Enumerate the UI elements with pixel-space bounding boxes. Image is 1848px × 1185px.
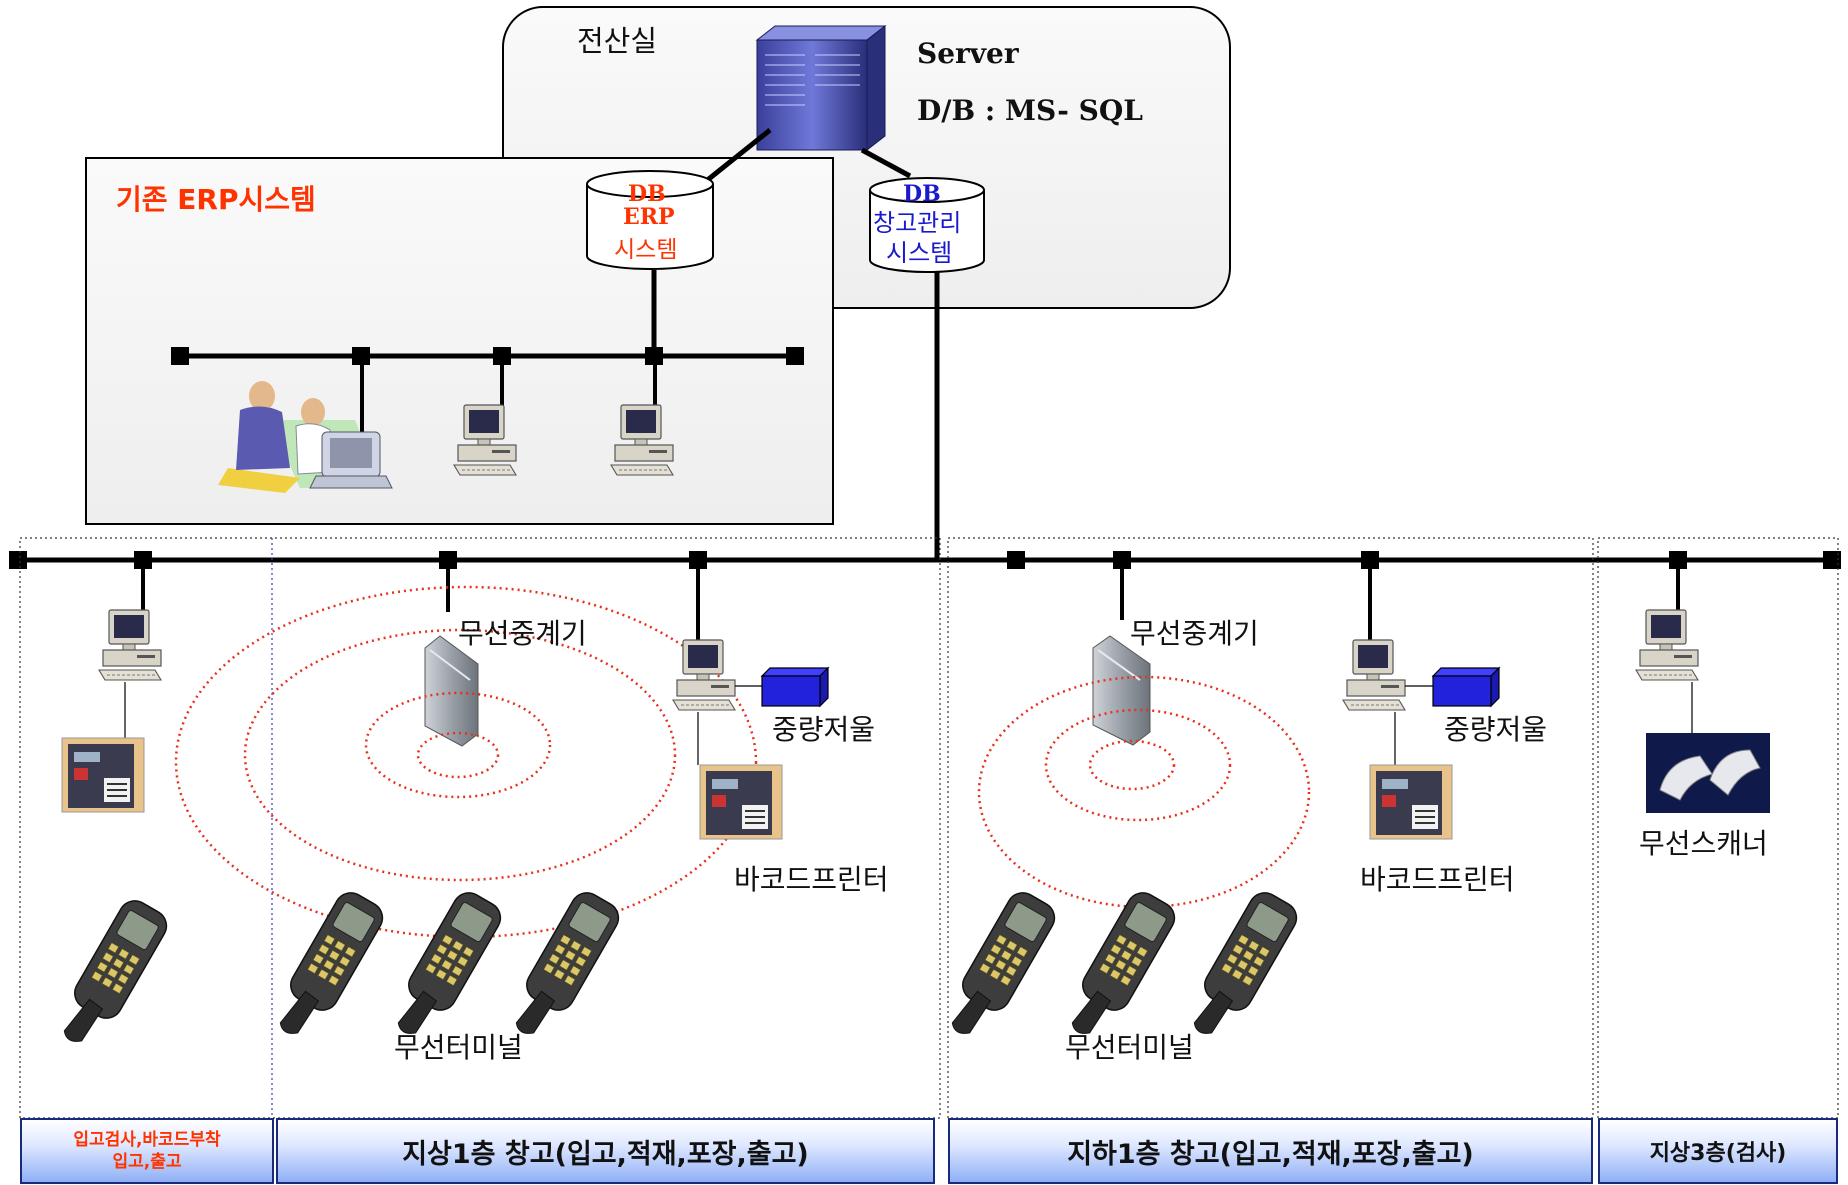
zone-inspection: 입고검사,바코드부착 입고,출고 xyxy=(20,1118,274,1184)
link-server-erp-db xyxy=(698,128,772,188)
server-icon xyxy=(755,24,887,152)
wms-db-label-1: DB xyxy=(903,181,941,207)
server-room-title: 전산실 xyxy=(577,24,658,58)
relay-icon-1 xyxy=(424,635,479,747)
terminal-icon-1a xyxy=(266,886,389,1048)
scale-label-2: 중량저울 xyxy=(1444,713,1548,746)
signal-rings-2 xyxy=(977,675,1311,909)
terminal-icon-2b xyxy=(1058,886,1181,1048)
zone-basement-label: 지하1층 창고(입고,적재,포장,출고) xyxy=(1067,1138,1474,1170)
terminal-icon-2a xyxy=(938,886,1061,1048)
inspection3-computer-icon xyxy=(1635,609,1699,681)
zone-inspection-line2: 입고,출고 xyxy=(112,1152,182,1172)
erp-db-cylinder xyxy=(586,170,714,270)
zone-inspection-line1: 입고검사,바코드부착 xyxy=(73,1130,221,1150)
server-label: Server xyxy=(917,37,1019,70)
relay-label-2: 무선중계기 xyxy=(1130,617,1259,650)
wms-db-label-3: 시스템 xyxy=(886,239,953,267)
inspection-printer-icon xyxy=(61,737,145,813)
inspection-computer-icon xyxy=(98,609,162,681)
scanner-label: 무선스캐너 xyxy=(1639,827,1768,860)
erp-db-label-3: 시스템 xyxy=(614,237,678,263)
wms-db-cylinder xyxy=(869,177,985,273)
terminal-label-1: 무선터미널 xyxy=(394,1031,523,1064)
signal-rings-1 xyxy=(174,585,758,939)
erp-db-label-1: DB xyxy=(628,181,666,207)
zone-third-floor: 지상3층(검사) xyxy=(1598,1118,1838,1184)
link-server-wms-db xyxy=(860,147,912,179)
wms-db-label-2: 창고관리 xyxy=(873,209,962,237)
relay-icon-2 xyxy=(1092,635,1151,746)
wireless-scanner-icon xyxy=(1646,733,1770,813)
terminal-icon-1c xyxy=(502,886,625,1048)
terminal-label-2: 무선터미널 xyxy=(1065,1031,1194,1064)
erp-db-label-2: ERP xyxy=(623,204,675,230)
zone-third-floor-label: 지상3층(검사) xyxy=(1649,1141,1787,1166)
erp-title: 기존 ERP시스템 xyxy=(116,183,316,216)
scale-icon-1 xyxy=(761,667,829,707)
server-db-label: D/B : MS- SQL xyxy=(917,94,1143,127)
scale-label-1: 중량저울 xyxy=(772,713,876,746)
scale-icon-2 xyxy=(1432,667,1500,707)
zone-border-2 xyxy=(947,537,1594,1119)
relay-label-1: 무선중계기 xyxy=(458,617,587,650)
office-users-icon xyxy=(218,381,393,493)
scale-computer-icon-1 xyxy=(672,639,736,711)
zone-basement: 지하1층 창고(입고,적재,포장,출고) xyxy=(948,1118,1593,1184)
zone-ground-floor-label: 지상1층 창고(입고,적재,포장,출고) xyxy=(402,1138,809,1170)
printer-label-1: 바코드프린터 xyxy=(734,863,889,896)
scale-computer-icon-2 xyxy=(1342,639,1406,711)
inspection-terminal-icon xyxy=(50,894,173,1056)
terminal-icon-1b xyxy=(384,886,507,1048)
printer-icon-1 xyxy=(699,764,783,840)
zone-ground-floor: 지상1층 창고(입고,적재,포장,출고) xyxy=(276,1118,935,1184)
printer-label-2: 바코드프린터 xyxy=(1360,863,1515,896)
printer-icon-2 xyxy=(1369,764,1453,840)
terminal-icon-2c xyxy=(1180,886,1303,1048)
